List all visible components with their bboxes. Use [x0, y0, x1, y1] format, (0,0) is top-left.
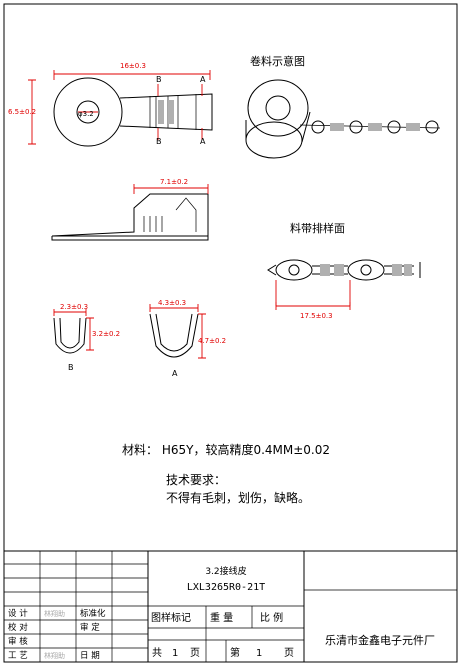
company-name: 乐清市金鑫电子元件厂	[325, 633, 435, 647]
section-a-width: 4.3±0.3	[158, 299, 186, 307]
row-date-label: 日 期	[80, 651, 100, 661]
row-process-label: 工 艺	[8, 651, 28, 661]
scale-header: 比 例	[260, 611, 283, 624]
coil-title: 卷料示意图	[250, 54, 305, 68]
weight-header: 重 量	[210, 611, 233, 624]
row-review-label: 审 核	[8, 636, 28, 647]
row-approve-label: 审 定	[80, 622, 100, 633]
section-a-height: 4.7±0.2	[198, 337, 226, 345]
row-design-name: 林翔助	[44, 609, 65, 618]
section-a-label: A	[172, 369, 178, 378]
part-name: 3.2接线皮	[205, 565, 246, 577]
pitch-dim: 17.5±0.3	[300, 312, 333, 320]
row-design-label: 设 计	[8, 608, 28, 619]
requirements-text: 不得有毛刺，划伤，缺略。	[166, 490, 310, 505]
current-sheet-prefix: 第	[230, 646, 240, 659]
section-a: 4.3±0.3 4.7±0.2 A	[149, 299, 226, 378]
ring-hole	[76, 100, 100, 124]
strip-title: 料带排样面	[290, 221, 345, 235]
row-process-name: 林翔助	[44, 651, 65, 660]
coil-view: 卷料示意图	[245, 54, 441, 159]
section-a-mark-top: A	[200, 75, 206, 84]
strip-view: 料带排样面 17.5±0.3	[267, 221, 421, 320]
total-sheets-prefix: 共	[152, 647, 162, 659]
ring-outline	[53, 77, 123, 147]
height-dim: 6.5±0.2	[8, 108, 36, 116]
part-number: LXL3265R0-21T	[187, 582, 265, 593]
length-dim: 7.1±0.2	[160, 178, 188, 186]
section-b-width: 2.3±0.3	[60, 303, 88, 311]
total-sheets: 1	[172, 648, 178, 659]
section-b-mark-bottom: B	[156, 137, 162, 146]
section-a-mark-bottom: A	[200, 137, 206, 146]
section-b-label: B	[68, 363, 74, 372]
row-check-label: 校 对	[8, 622, 28, 633]
top-view: 16±0.3 6.5±0.2 φ3.2 B B A A	[8, 62, 213, 147]
current-sheet: 1	[256, 648, 262, 659]
current-sheet-unit: 页	[284, 647, 294, 659]
title-block: 3.2接线皮 LXL3265R0-21T 设 计 林翔助 标准化 校 对 审 定…	[4, 550, 457, 662]
total-sheets-unit: 页	[190, 647, 200, 659]
drawing-mark-header: 图样标记	[151, 611, 191, 624]
side-view: 7.1±0.2	[51, 178, 209, 241]
section-b-height: 3.2±0.2	[92, 330, 120, 338]
sheet-border	[3, 3, 458, 663]
section-b-mark-top: B	[156, 75, 162, 84]
width-dim: 16±0.3	[120, 62, 146, 70]
section-b: 2.3±0.3 3.2±0.2 B	[53, 303, 120, 372]
material-note: 材料： H65Y，较高精度0.4MM±0.02	[122, 442, 330, 457]
row-standard-label: 标准化	[80, 608, 106, 619]
requirements-title: 技术要求：	[166, 473, 226, 487]
hole-dim: φ3.2	[78, 110, 94, 118]
